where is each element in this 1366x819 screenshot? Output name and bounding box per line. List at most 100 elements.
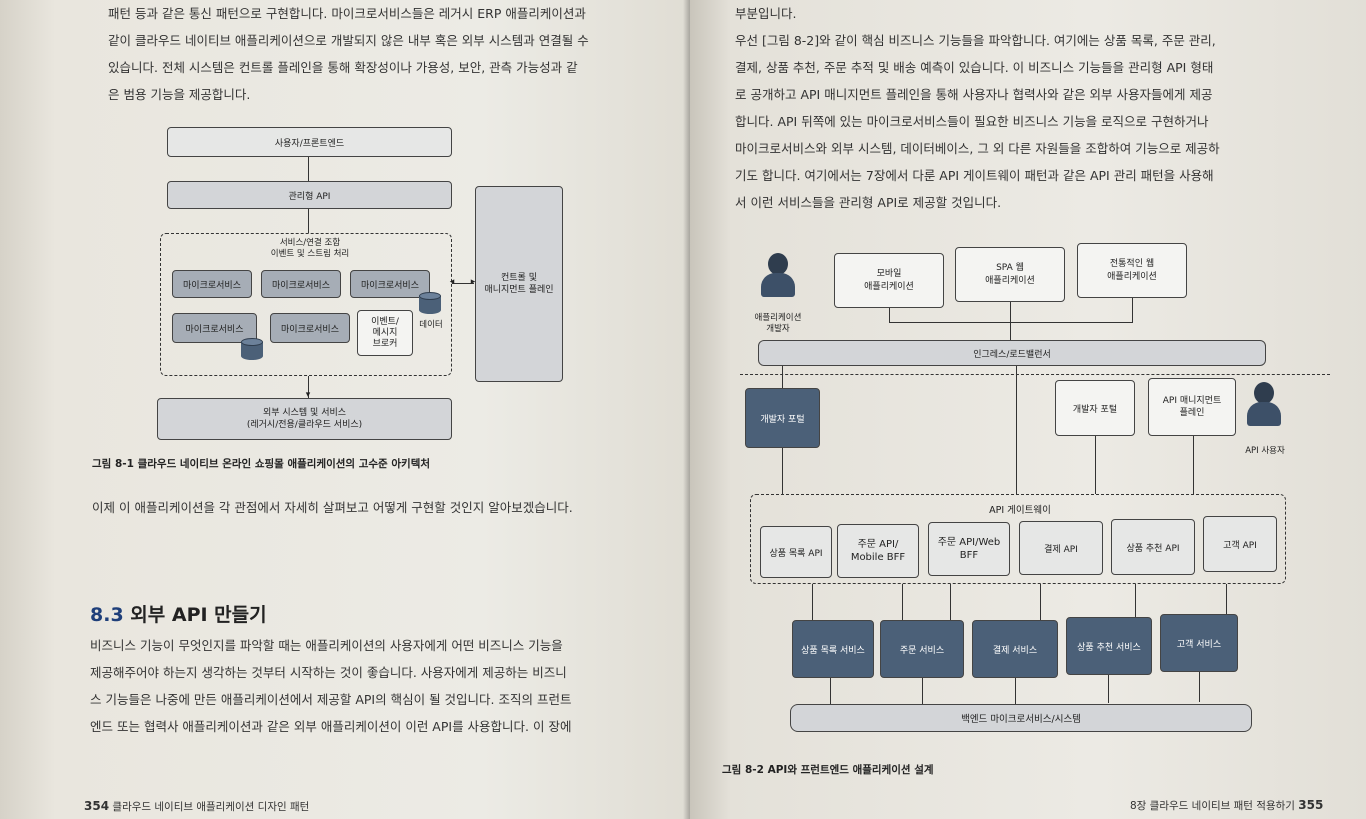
connector-line — [1010, 302, 1011, 322]
database-icon — [419, 292, 441, 314]
service-box: 상품 추천 서비스 — [1066, 617, 1152, 675]
spa-app-box: SPA 웹 애플리케이션 — [955, 247, 1065, 302]
connector-line — [902, 584, 903, 620]
text-line: 로 공개하고 API 매니지먼트 플레인을 통해 사용자나 협력사와 같은 외부… — [735, 87, 1213, 102]
left-page: 패턴 등과 같은 통신 패턴으로 구현합니다. 마이크로서비스들은 레거시 ER… — [0, 0, 690, 819]
right-intro-paragraph: 부분입니다. 우선 [그림 8-2]와 같이 핵심 비즈니스 기능들을 파악합니… — [735, 0, 1220, 216]
text-line: 같이 클라우드 네이티브 애플리케이션으로 개발되지 않은 내부 혹은 외부 시… — [108, 33, 589, 48]
connector-line — [782, 366, 783, 388]
api-management-plane-box: API 매니지먼트 플레인 — [1148, 378, 1236, 436]
running-title: 클라우드 네이티브 애플리케이션 디자인 패턴 — [112, 801, 310, 813]
api-box: 고객 API — [1203, 516, 1277, 572]
section-heading: 8.3 외부 API 만들기 — [90, 600, 267, 627]
microservice-box: 마이크로서비스 — [172, 270, 252, 298]
dev-portal-left-box: 개발자 포털 — [745, 388, 820, 448]
api-user-label: API 사용자 — [1245, 446, 1285, 456]
connector-line — [1095, 436, 1096, 494]
traditional-web-app-box: 전통적인 웹 애플리케이션 — [1077, 243, 1187, 298]
connector-line — [830, 678, 831, 704]
text-line: 기도 합니다. 여기에서는 7장에서 다룬 API 게이트웨이 패턴과 같은 A… — [735, 168, 1214, 183]
after-figure-text: 이제 이 애플리케이션을 각 관점에서 자세히 살펴보고 어떻게 구현할 것인지… — [92, 500, 573, 515]
arrow-down-icon: ▾ — [305, 390, 311, 400]
app-developer-label: 애플리케이션 개발자 — [754, 313, 802, 334]
dev-portal-right-box: 개발자 포털 — [1055, 380, 1135, 436]
text-line: 마이크로서비스와 외부 시스템, 데이터베이스, 그 외 다른 자원들을 조합하… — [735, 141, 1220, 156]
figure-caption: 그림 8-2 API와 프런트엔드 애플리케이션 설계 — [722, 764, 934, 776]
service-box: 고객 서비스 — [1160, 614, 1238, 672]
arrow-left-icon: ◂ — [449, 277, 455, 287]
connector-line — [308, 157, 309, 181]
service-box: 결제 서비스 — [972, 620, 1058, 678]
microservice-box: 마이크로서비스 — [172, 313, 257, 343]
composition-label: 서비스/연결 조합 이벤트 및 스트림 처리 — [270, 238, 350, 259]
figure-caption: 그림 8-1 클라우드 네이티브 온라인 쇼핑몰 애플리케이션의 고수준 아키텍… — [92, 458, 431, 470]
connector-line — [1108, 675, 1109, 703]
separator-dashed-line — [740, 374, 1330, 375]
external-systems-box: 외부 시스템 및 서비스 (레거시/전용/클라우드 서비스) — [157, 398, 452, 440]
section-title: 외부 API 만들기 — [130, 604, 267, 626]
text-line: 서 이런 서비스들을 관리형 API로 제공할 것입니다. — [735, 195, 1002, 210]
api-box: 상품 추천 API — [1111, 519, 1195, 575]
composition-dashed-region — [160, 233, 452, 376]
connector-line — [812, 584, 813, 620]
api-user-icon — [1246, 382, 1282, 426]
api-gateway-label: API 게이트웨이 — [989, 505, 1051, 516]
text-line: 우선 [그림 8-2]와 같이 핵심 비즈니스 기능들을 파악합니다. 여기에는… — [735, 33, 1216, 48]
text-line: 스 기능들은 나중에 만든 애플리케이션에서 제공할 API의 핵심이 될 것입… — [90, 692, 572, 707]
api-box: 주문 API/Web BFF — [928, 522, 1010, 576]
section-paragraph: 비즈니스 기능이 무엇인지를 파악할 때는 애플리케이션의 사용자에게 어떤 비… — [90, 632, 571, 740]
page-number: 354 — [84, 799, 110, 813]
left-intro-paragraph: 패턴 등과 같은 통신 패턴으로 구현합니다. 마이크로서비스들은 레거시 ER… — [108, 0, 589, 108]
text-line: 엔드 또는 협력사 애플리케이션과 같은 외부 애플리케이션이 이런 API를 … — [90, 719, 572, 734]
ingress-bar: 인그레스/로드밸런서 — [758, 340, 1266, 366]
control-plane-box: 컨트롤 및 매니지먼트 플레인 — [475, 186, 563, 382]
connector-line — [782, 448, 783, 494]
app-developer-icon — [760, 253, 796, 297]
text-line: 합니다. API 뒤쪽에 있는 마이크로서비스들이 필요한 비즈니스 기능을 로… — [735, 114, 1209, 129]
connector-line — [1193, 436, 1194, 494]
left-footer: 354 클라우드 네이티브 애플리케이션 디자인 패턴 — [84, 799, 309, 814]
backend-bar: 백엔드 마이크로서비스/시스템 — [790, 704, 1252, 732]
right-footer: 8장 클라우드 네이티브 패턴 적용하기 355 — [1130, 798, 1323, 813]
right-page: 부분입니다. 우선 [그림 8-2]와 같이 핵심 비즈니스 기능들을 파악합니… — [690, 0, 1366, 819]
connector-line — [1226, 584, 1227, 618]
data-label: 데이터 — [419, 320, 443, 330]
managed-api-box: 관리형 API — [167, 181, 452, 209]
connector-line — [1015, 678, 1016, 704]
connector-line — [1016, 366, 1017, 494]
api-box: 주문 API/ Mobile BFF — [837, 524, 919, 578]
connector-line — [1199, 672, 1200, 702]
event-broker-box: 이벤트/ 메시지 브로커 — [357, 310, 413, 356]
frontend-box: 사용자/프론트엔드 — [167, 127, 452, 157]
connector-line — [452, 283, 474, 284]
connector-line — [1135, 584, 1136, 618]
text-line: 은 범용 기능을 제공합니다. — [108, 87, 251, 102]
microservice-box: 마이크로서비스 — [270, 313, 350, 343]
connector-line — [889, 308, 890, 322]
page-number: 355 — [1298, 798, 1324, 812]
section-number: 8.3 — [90, 604, 124, 626]
mobile-app-box: 모바일 애플리케이션 — [834, 253, 944, 308]
text-line: 결제, 상품 추천, 주문 추적 및 배송 예측이 있습니다. 이 비즈니스 기… — [735, 60, 1214, 75]
service-box: 주문 서비스 — [880, 620, 964, 678]
text-line: 제공해주어야 하는지 생각하는 것부터 시작하는 것이 좋습니다. 사용자에게 … — [90, 665, 567, 680]
connector-line — [308, 209, 309, 233]
connector-line — [1132, 298, 1133, 322]
text-line: 비즈니스 기능이 무엇인지를 파악할 때는 애플리케이션의 사용자에게 어떤 비… — [90, 638, 563, 653]
arrow-right-icon: ▸ — [470, 277, 476, 287]
microservice-box: 마이크로서비스 — [261, 270, 341, 298]
text-line: 부분입니다. — [735, 6, 797, 21]
api-box: 결제 API — [1019, 521, 1103, 575]
running-title: 8장 클라우드 네이티브 패턴 적용하기 — [1130, 800, 1295, 812]
connector-line — [1010, 322, 1011, 340]
connector-line — [950, 584, 951, 620]
connector-line — [922, 678, 923, 704]
text-line: 있습니다. 전체 시스템은 컨트롤 플레인을 통해 확장성이나 가용성, 보안,… — [108, 60, 578, 75]
connector-line — [889, 322, 1133, 323]
api-box: 상품 목록 API — [760, 526, 832, 578]
connector-line — [308, 376, 309, 398]
text-line: 패턴 등과 같은 통신 패턴으로 구현합니다. 마이크로서비스들은 레거시 ER… — [108, 6, 586, 21]
microservice-box: 마이크로서비스 — [350, 270, 430, 298]
database-icon — [241, 338, 263, 360]
service-box: 상품 목록 서비스 — [792, 620, 874, 678]
